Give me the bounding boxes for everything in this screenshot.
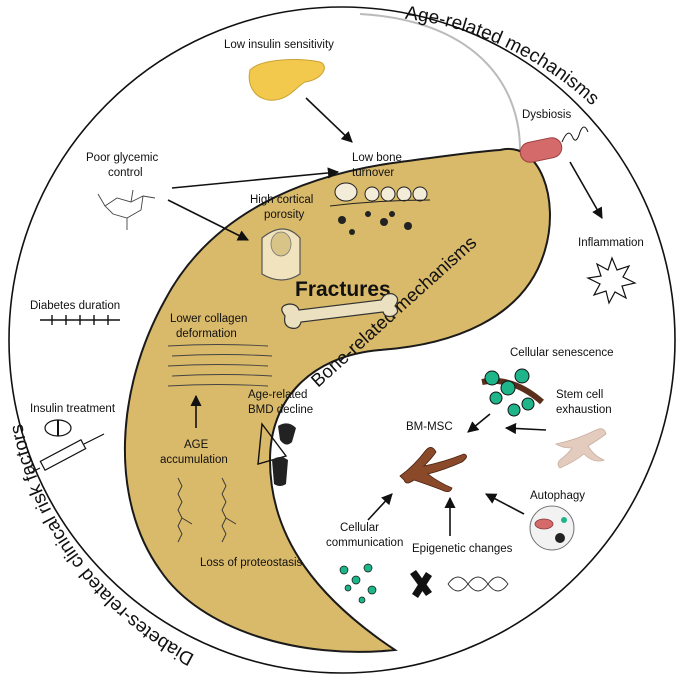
inflammation-burst-icon bbox=[586, 256, 637, 305]
glucose-molecule-icon bbox=[97, 189, 156, 230]
chromosome-dna-icon bbox=[410, 570, 509, 598]
cellular-communication-label-2: communication bbox=[326, 537, 403, 549]
pill-icon bbox=[44, 419, 72, 437]
diabetes-duration-label: Diabetes duration bbox=[30, 300, 120, 312]
high-cortical-label-2: porosity bbox=[264, 209, 305, 221]
timeline-icon bbox=[40, 315, 120, 325]
age-accumulation-label-2: accumulation bbox=[160, 454, 228, 466]
stem-cell-label-2: exhaustion bbox=[556, 404, 612, 416]
cellular-communication-label-1: Cellular bbox=[340, 522, 379, 534]
low-insulin-label: Low insulin sensitivity bbox=[224, 39, 334, 51]
lower-collagen-label-2: deformation bbox=[176, 328, 237, 340]
epigenetic-label: Epigenetic changes bbox=[412, 543, 513, 555]
knee-joint-icon bbox=[257, 422, 296, 486]
arrow-glycemic-to-porosity bbox=[167, 199, 250, 241]
bone-related-region bbox=[124, 147, 551, 653]
loss-proteostasis-label: Loss of proteostasis bbox=[200, 557, 303, 569]
bone-icon bbox=[281, 293, 399, 329]
fractures-title: Fractures bbox=[295, 278, 391, 301]
dysbiosis-label: Dysbiosis bbox=[522, 109, 571, 121]
high-cortical-label-1: High cortical bbox=[250, 194, 313, 206]
autophagosome-icon bbox=[529, 505, 575, 551]
outer-circle bbox=[8, 6, 676, 674]
faded-stem-cell-icon bbox=[554, 428, 607, 469]
arrow-dysbiosis-to-inflammation bbox=[569, 161, 603, 219]
osteocytes-icon bbox=[338, 211, 412, 235]
cortical-bone-icon bbox=[261, 228, 301, 281]
arrow-insulin-to-turnover bbox=[305, 97, 353, 143]
poor-glycemic-label-1: Poor glycemic bbox=[86, 152, 158, 164]
insulin-treatment-label: Insulin treatment bbox=[30, 403, 116, 415]
arrow-senescence-to-msc bbox=[467, 413, 491, 433]
low-bone-label-1: Low bone bbox=[352, 152, 402, 164]
senescent-cells-icon bbox=[481, 368, 544, 417]
flagellum-icon bbox=[561, 126, 589, 143]
age-mechanisms-divider bbox=[359, 13, 521, 151]
bacterium-icon bbox=[519, 137, 563, 163]
syringe-icon bbox=[27, 433, 105, 475]
age-molecules-icon bbox=[177, 477, 237, 543]
cellular-senescence-label: Cellular senescence bbox=[510, 347, 614, 359]
stem-cell-label-1: Stem cell bbox=[556, 389, 603, 401]
age-bmd-label-2: BMD decline bbox=[248, 404, 313, 416]
bm-msc-cell-icon bbox=[399, 447, 467, 492]
bm-msc-label: BM-MSC bbox=[406, 421, 453, 433]
autophagy-label: Autophagy bbox=[530, 490, 585, 502]
age-bmd-label-1: Age-related bbox=[248, 389, 307, 401]
arrow-glycemic-to-turnover bbox=[171, 167, 340, 189]
exosomes-icon bbox=[339, 563, 377, 604]
arrow-autophagy-to-msc bbox=[485, 493, 525, 515]
pancreas-icon bbox=[248, 59, 325, 101]
arrow-stemcell-to-msc bbox=[504, 422, 547, 435]
lower-collagen-label-1: Lower collagen bbox=[170, 313, 247, 325]
poor-glycemic-label-2: control bbox=[108, 167, 143, 179]
collagen-fibers-icon bbox=[167, 344, 273, 387]
bone-cells-icon bbox=[329, 182, 431, 207]
age-related-title: Age-related mechanisms bbox=[404, 3, 603, 110]
arrow-communication-to-msc bbox=[367, 493, 393, 521]
age-accumulation-label-1: AGE bbox=[184, 439, 209, 451]
inflammation-label: Inflammation bbox=[578, 237, 644, 249]
low-bone-label-2: turnover bbox=[352, 167, 394, 179]
